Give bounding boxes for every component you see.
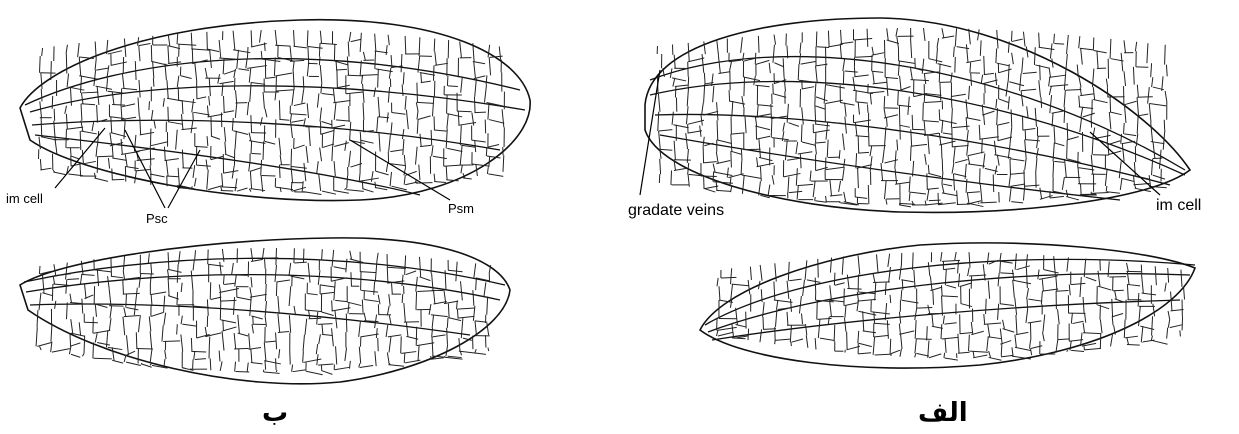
right-hindwing: [700, 243, 1195, 368]
psc-label: Psc: [146, 212, 168, 225]
left-forewing: [20, 20, 530, 201]
caption-right: الف: [918, 398, 968, 428]
gradate-veins-label: gradate veins: [628, 203, 724, 219]
right-im-cell-label: im cell: [1156, 198, 1201, 214]
left-hindwing: [20, 238, 510, 384]
right-forewing: [645, 18, 1190, 212]
psm-label: Psm: [448, 202, 474, 215]
left-im-cell-label: im cell: [6, 192, 43, 205]
caption-left: ب: [262, 398, 288, 428]
